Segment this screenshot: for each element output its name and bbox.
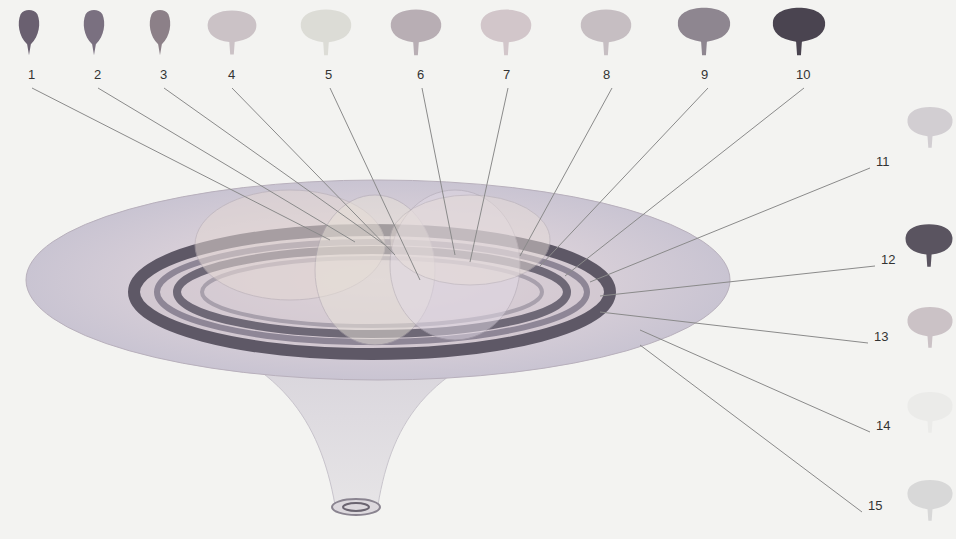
callout-number: 2 [92,67,103,82]
callout-number: 15 [866,498,884,513]
callout-number: 11 [874,154,892,169]
callout-number: 9 [699,67,710,82]
callout-number: 10 [794,67,812,82]
callout-number: 12 [879,252,897,267]
callout-number: 3 [158,67,169,82]
callout-number: 1 [26,67,37,82]
callout-number: 4 [226,67,237,82]
callout-number: 6 [415,67,426,82]
callout-number: 8 [601,67,612,82]
callout-number: 7 [501,67,512,82]
callout-number: 5 [323,67,334,82]
callout-number: 13 [872,329,890,344]
callout-number: 14 [874,418,892,433]
